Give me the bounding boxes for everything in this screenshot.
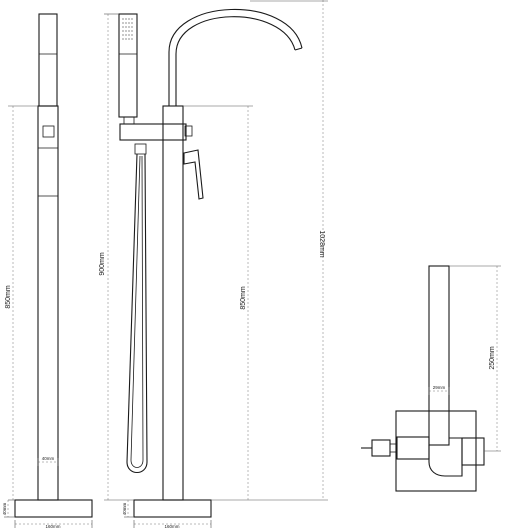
front-mixer-button bbox=[184, 125, 193, 137]
front-hose-loop-inner bbox=[130, 155, 144, 468]
handle-detail-view: 250mm 29mm bbox=[361, 265, 501, 492]
front-view: 900mm 1028mm 850mm 40mm 160mm bbox=[99, 0, 328, 529]
front-hose-loop-outer bbox=[126, 153, 148, 474]
side-view: 850mm 40mm 40mm 160mm bbox=[2, 13, 93, 529]
detail-height-label: 250mm bbox=[489, 346, 496, 370]
detail-lever-block bbox=[371, 439, 391, 457]
front-mixer-label: 900mm bbox=[99, 252, 106, 276]
side-column bbox=[37, 105, 59, 501]
front-spout-inner bbox=[175, 16, 296, 106]
detail-column bbox=[428, 265, 450, 446]
front-total-label: 1028mm bbox=[318, 230, 325, 257]
front-lever bbox=[183, 149, 204, 200]
detail-width-label: 29mm bbox=[433, 385, 446, 390]
front-holder bbox=[123, 116, 135, 125]
detail-outlet bbox=[396, 436, 430, 460]
side-base-w-label: 160mm bbox=[45, 524, 60, 529]
detail-body-curve bbox=[428, 437, 463, 477]
detail-cartridge bbox=[461, 437, 485, 466]
front-mixer-body bbox=[119, 123, 187, 141]
detail-wall-plate bbox=[395, 410, 477, 492]
front-hose-connector bbox=[134, 143, 147, 155]
front-base-w-label: 160mm bbox=[164, 524, 179, 529]
side-base-h-label: 40mm bbox=[2, 503, 7, 516]
side-base-plate bbox=[14, 499, 93, 518]
side-width-label: 40mm bbox=[42, 456, 55, 461]
front-base-h-label: 40mm bbox=[122, 503, 127, 516]
side-handshower bbox=[38, 13, 58, 107]
front-handshower bbox=[118, 13, 138, 118]
front-spout-tip bbox=[294, 47, 303, 51]
front-base-plate bbox=[133, 499, 212, 518]
front-spray-holes bbox=[122, 18, 133, 40]
front-column bbox=[162, 105, 184, 501]
side-height-label: 850mm bbox=[5, 285, 12, 309]
front-spout-label: 850mm bbox=[240, 286, 247, 310]
front-spout-outer bbox=[168, 8, 303, 106]
side-holder bbox=[42, 125, 55, 138]
